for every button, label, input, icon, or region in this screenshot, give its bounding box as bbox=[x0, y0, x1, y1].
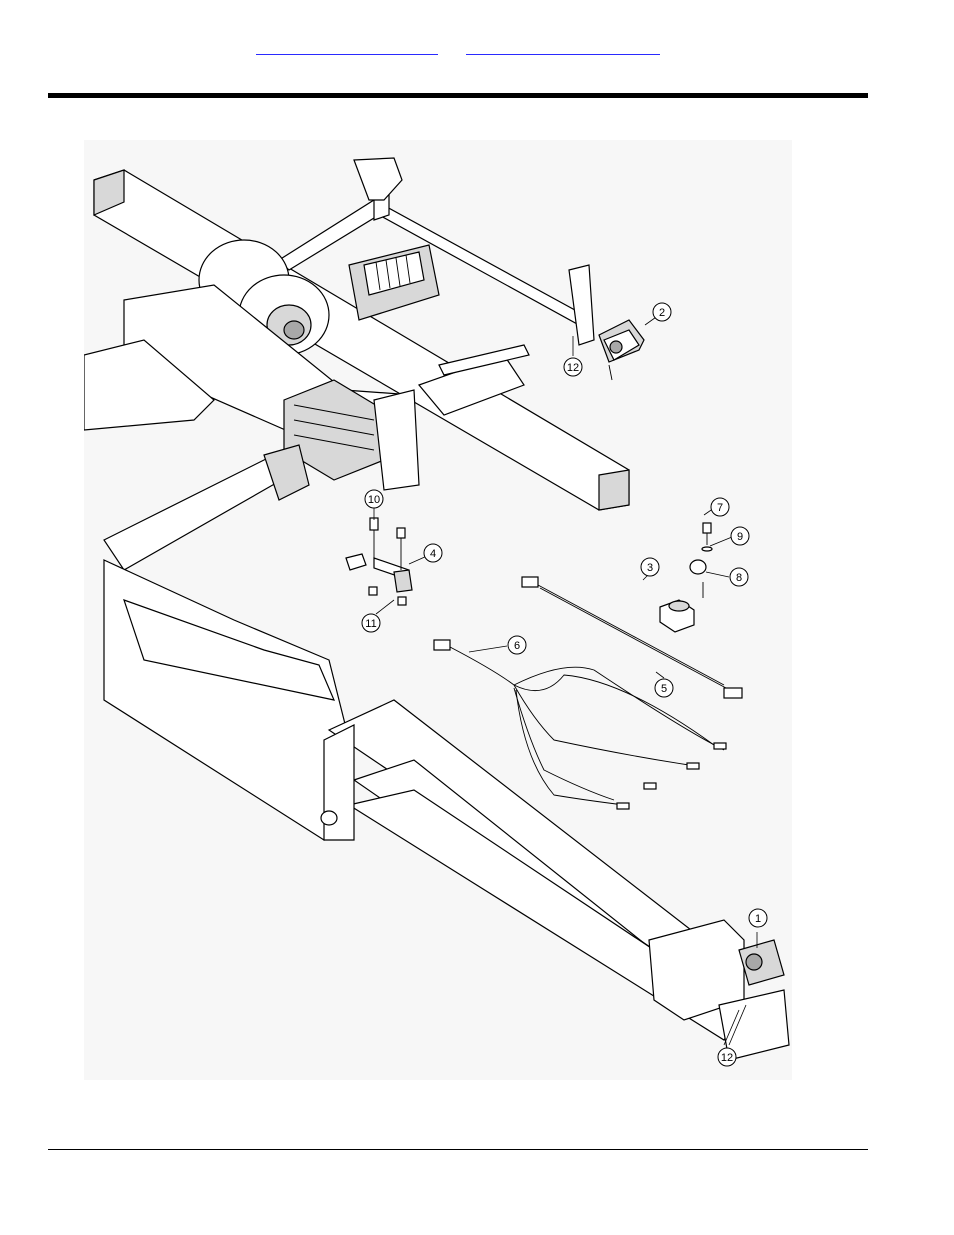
header-links bbox=[0, 38, 954, 58]
callout-12-rear: 12 bbox=[564, 358, 582, 376]
callout-6: 6 bbox=[508, 636, 526, 654]
callout-1-label: 1 bbox=[755, 913, 761, 925]
callout-4-label: 4 bbox=[430, 548, 436, 560]
header-rule bbox=[48, 93, 868, 98]
callout-3: 3 bbox=[641, 558, 659, 576]
callout-7-label: 7 bbox=[717, 502, 723, 514]
callout-10: 10 bbox=[365, 490, 383, 508]
callout-1: 1 bbox=[749, 909, 767, 927]
callout-10-label: 10 bbox=[368, 494, 380, 506]
callout-8-label: 8 bbox=[736, 572, 742, 584]
parts-diagram: 1 2 3 4 5 6 7 8 9 10 11 12 12 bbox=[84, 140, 792, 1080]
callout-8: 8 bbox=[730, 568, 748, 586]
callout-3-label: 3 bbox=[647, 562, 653, 574]
callout-12-rear-label: 12 bbox=[567, 362, 579, 374]
callout-2-label: 2 bbox=[659, 307, 665, 319]
callout-5-label: 5 bbox=[661, 683, 667, 695]
callout-9: 9 bbox=[731, 527, 749, 545]
footer-rule bbox=[48, 1149, 868, 1150]
header-link-right[interactable] bbox=[466, 38, 660, 55]
callout-12-front-label: 12 bbox=[721, 1052, 733, 1064]
parts-diagram-svg: 1 2 3 4 5 6 7 8 9 10 11 12 12 bbox=[84, 140, 792, 1080]
callout-11-label: 11 bbox=[365, 618, 376, 630]
header-link-left[interactable] bbox=[256, 38, 438, 55]
callout-2: 2 bbox=[653, 303, 671, 321]
callout-9-label: 9 bbox=[737, 531, 743, 543]
callout-7: 7 bbox=[711, 498, 729, 516]
callout-12-front: 12 bbox=[718, 1048, 736, 1066]
callout-6-label: 6 bbox=[514, 640, 520, 652]
callout-11: 11 bbox=[362, 614, 380, 632]
callout-5: 5 bbox=[655, 679, 673, 697]
callout-4: 4 bbox=[424, 544, 442, 562]
